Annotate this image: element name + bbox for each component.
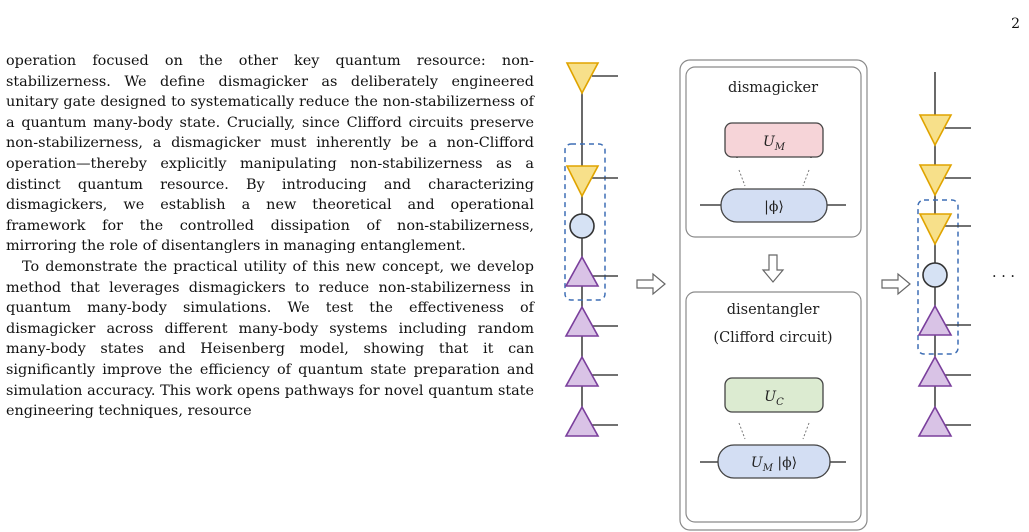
disentangler-panel: disentangler (Clifford circuit) UC UM |ϕ… [685,291,862,523]
arrow-right-icon [636,272,666,296]
right-yellow-tensor-2 [918,164,953,197]
left-purple-tensor-1 [564,255,600,287]
right-purple-tensor-2 [917,355,953,387]
arrow-down-icon [761,254,785,283]
svg-text:UC: UC [764,389,784,408]
arrow-right-icon [881,272,911,296]
clifford-gate [724,377,824,413]
left-mps-chain [564,62,618,437]
phi-state [720,188,828,223]
dismagicker-gate [724,122,824,158]
clifford-gate-subscript: C [776,397,784,408]
page-number: 2 [1011,16,1020,32]
dismagicker-figure: dismagicker UM |ϕ⟩ disentangler (Cliffor… [540,50,1029,532]
right-mps-chain [917,72,971,437]
right-center-tensor [922,262,948,288]
svg-text:UM |ϕ⟩: UM |ϕ⟩ [751,455,797,474]
transformed-state-subscript: M [762,463,774,474]
body-text-column: operation focused on the other key quant… [6,51,534,422]
dismagicker-gate-subscript: M [774,142,786,153]
clifford-gate-symbol: U [764,389,777,405]
disentangler-subtitle: (Clifford circuit) [713,330,832,346]
left-center-tensor [569,213,595,239]
right-purple-tensor-1 [917,304,953,336]
left-purple-tensor-4 [564,405,600,437]
figure-canvas: dismagicker UM |ϕ⟩ disentangler (Cliffor… [564,59,1015,531]
phi-state-label: |ϕ⟩ [764,199,784,215]
disentangler-title: disentangler [727,302,820,318]
dismagicker-gate-symbol: U [763,134,776,150]
right-dashed-block [917,199,959,355]
left-purple-tensor-2 [564,305,600,337]
left-yellow-tensor-2 [565,165,600,198]
left-yellow-tensor-1 [565,62,600,95]
transformed-state [717,444,831,479]
continuation-ellipsis: · · · [992,269,1015,285]
dismagicker-title: dismagicker [728,80,818,96]
left-purple-tensor-3 [564,355,600,387]
dismagicker-panel: dismagicker UM |ϕ⟩ [685,66,862,238]
outer-panel [679,59,868,531]
paragraph-2: To demonstrate the practical utility of … [6,258,534,420]
right-yellow-tensor-3 [918,213,953,246]
right-yellow-tensor-1 [918,114,953,147]
svg-text:UM: UM [763,134,786,153]
transformed-state-ket: |ϕ⟩ [773,455,797,471]
transformed-state-symbol: U [751,455,764,471]
left-dashed-block [564,143,606,301]
paragraph-1: operation focused on the other key quant… [6,53,534,255]
right-purple-tensor-3 [917,405,953,437]
